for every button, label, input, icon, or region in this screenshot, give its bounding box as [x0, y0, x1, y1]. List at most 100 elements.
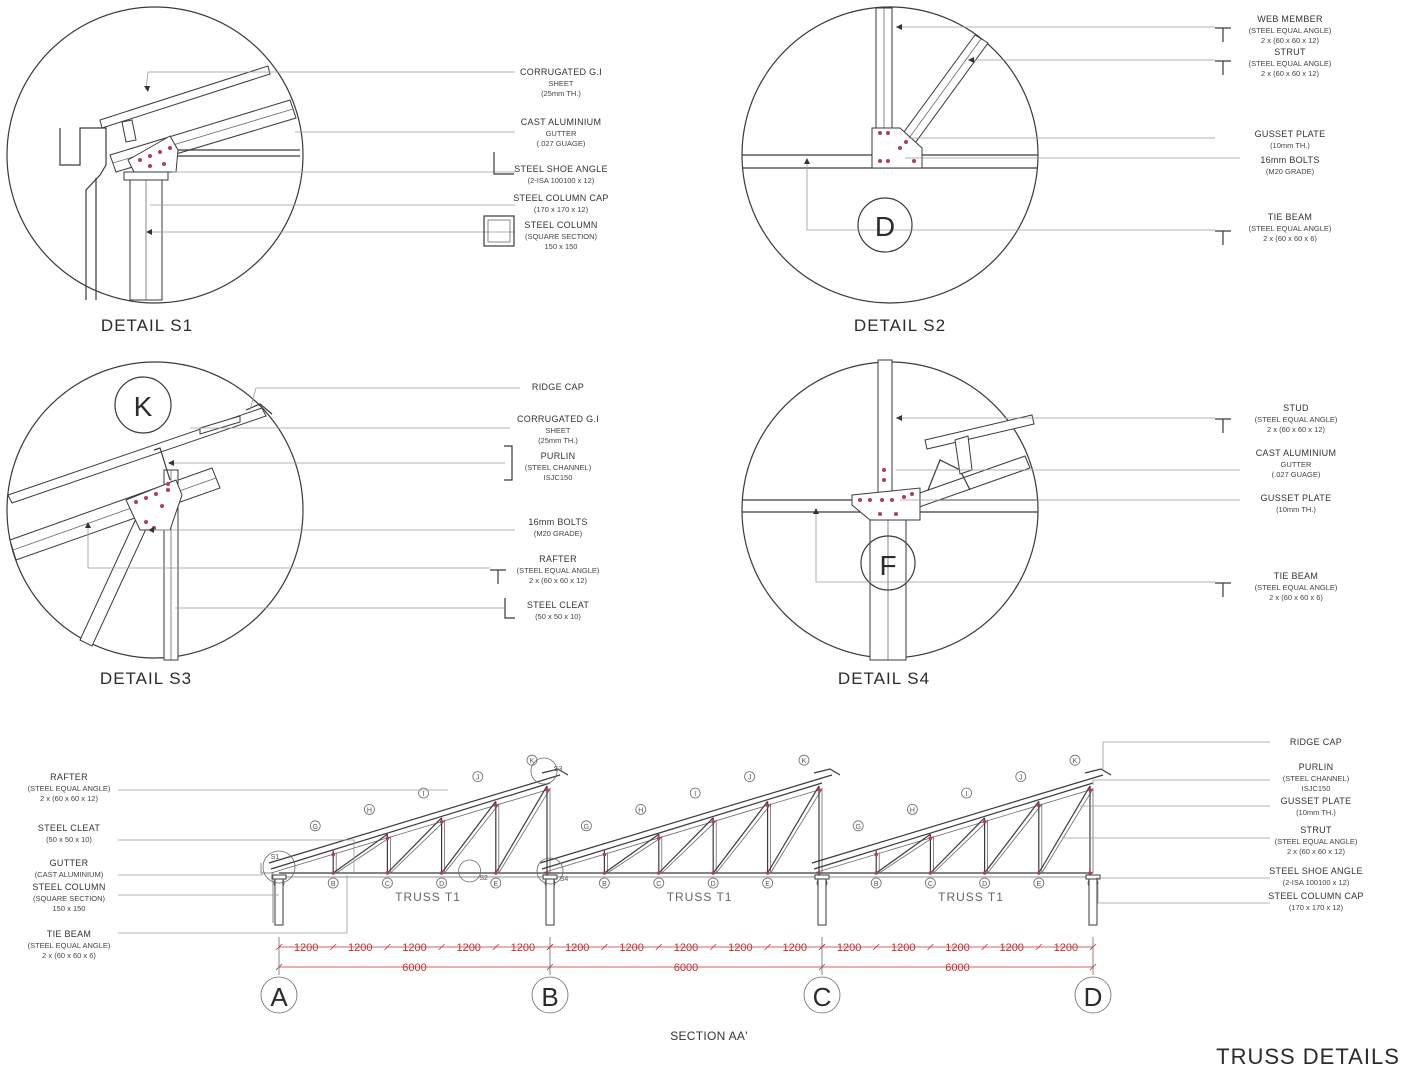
section-right-label-main: STRUT: [1300, 825, 1332, 835]
detail-s3-label-line: (M20 GRADE): [534, 529, 583, 538]
section-right-label-line: (170 x 170 x 12): [1289, 903, 1344, 912]
detail-s4-label-line: GUTTER: [1281, 460, 1312, 469]
detail-s2-label-main: 16mm BOLTS: [1260, 155, 1319, 165]
detail-s3: [6, 361, 520, 661]
detail-ref-label: S3: [554, 766, 563, 773]
detail-ref-circle: [530, 757, 558, 785]
strut: [897, 34, 989, 151]
detail-s1-circle: [6, 6, 304, 304]
section-left-label-line: (50 x 50 x 10): [46, 835, 92, 844]
section-right-label-line: ISJC150: [1302, 784, 1331, 793]
detail-s2: [741, 6, 1240, 304]
detail-s1-label-main: STEEL COLUMN CAP: [513, 193, 609, 203]
detail-s1-label-line: (.027 GUAGE): [537, 139, 586, 148]
section-right-label-line: 2 x (60 x 60 x 12): [1287, 847, 1345, 856]
detail-ref-label: S4: [560, 876, 569, 883]
rafter: [813, 782, 1094, 870]
strut: [875, 833, 931, 874]
section-right-label-line: (STEEL EQUAL ANGLE): [1275, 837, 1358, 846]
node-label: D: [439, 881, 444, 888]
bolt: [982, 820, 987, 824]
detail-s4-label-line: (.027 GUAGE): [1272, 470, 1321, 479]
section-left-label-main: STEEL COLUMN: [32, 882, 105, 892]
node-marker: [653, 877, 665, 889]
detail-s1-label-line: GUTTER: [546, 129, 577, 138]
panel-dimension: 1200: [945, 942, 969, 954]
strut: [441, 801, 497, 874]
node-marker: [490, 877, 502, 889]
strut: [767, 785, 820, 874]
bolt: [928, 871, 933, 875]
strut: [386, 817, 443, 874]
section-left-label-main: RAFTER: [50, 772, 88, 782]
detail-s1-label-main: CORRUGATED G.I: [520, 67, 602, 77]
column-cap: [123, 171, 169, 181]
dimension-tick: [601, 943, 608, 951]
node-marker: [798, 754, 810, 766]
detail-s1-label-line: (2-ISA 100100 x 12): [528, 176, 595, 185]
strut-edge: [715, 804, 771, 874]
node-marker: [1033, 877, 1045, 889]
bolt: [817, 788, 821, 792]
detail-s1-label-main: STEEL SHOE ANGLE: [514, 164, 608, 174]
section-left-label-line: (SQUARE SECTION): [33, 894, 106, 903]
strut: [604, 833, 660, 874]
column-cap: [1085, 874, 1101, 880]
bolt: [765, 871, 770, 875]
detail-s2-label-line: 2 x (60 x 60 x 12): [1261, 36, 1319, 45]
node-label: D: [982, 881, 987, 888]
node-marker: [581, 820, 592, 832]
rafter: [541, 782, 823, 870]
strut-edge: [878, 836, 934, 874]
section-right-label-main: PURLIN: [1299, 762, 1334, 772]
node-label: I: [694, 791, 696, 798]
strut: [1038, 785, 1091, 874]
section-aa: TRUSS T1ABCDEFGHIJKTRUSS T1BCDEFGHIJKTRU…: [118, 741, 1270, 1014]
grid-label: C: [813, 982, 832, 1012]
section-left-label-line: (STEEL EQUAL ANGLE): [28, 941, 111, 950]
bolt: [1037, 803, 1041, 808]
section-right-label-main: STEEL SHOE ANGLE: [1269, 866, 1363, 876]
detail-s1-label-line: (SQUARE SECTION): [525, 232, 598, 241]
node-marker: [1069, 754, 1081, 766]
detail-ref-circle: [536, 857, 564, 885]
detail-s1-label-line: 150 x 150: [545, 242, 578, 251]
panel-dimension: 1200: [402, 942, 426, 954]
detail-s3-label-main: STEEL CLEAT: [527, 600, 590, 610]
panel-dimension: 1200: [511, 942, 535, 954]
detail-s4-label-main: GUSSET PLATE: [1261, 493, 1332, 503]
detail-s3-label-line: 2 x (60 x 60 x 12): [529, 576, 587, 585]
strut-edge: [770, 788, 823, 874]
section-right-label-line: (STEEL CHANNEL): [1283, 774, 1350, 783]
detail-s3-label-line: (STEEL EQUAL ANGLE): [517, 566, 600, 575]
node-label: K: [1073, 758, 1078, 765]
detail-s2-label-line: (STEEL EQUAL ANGLE): [1249, 26, 1332, 35]
node-label: K: [530, 758, 535, 765]
node-label: K: [802, 758, 807, 765]
leader: [1092, 779, 1270, 785]
node-label: C: [656, 881, 661, 888]
detail-s3-label-line: ISJC150: [544, 473, 573, 482]
strut-edge: [987, 804, 1043, 874]
dimension-tick: [492, 943, 500, 951]
dimension-tick: [709, 943, 717, 951]
bolt: [711, 820, 715, 824]
node-marker: [309, 820, 321, 832]
detail-s3-label-main: PURLIN: [541, 451, 576, 461]
section-left-label-line: 150 x 150: [53, 904, 86, 913]
node-marker: [852, 820, 864, 832]
node-label: B: [874, 881, 879, 888]
node-label: J: [476, 775, 480, 782]
square-section-symbol: [483, 215, 515, 247]
gutter: [260, 863, 274, 923]
bolt: [928, 836, 933, 840]
detail-s2-title: DETAIL S2: [854, 316, 946, 335]
panel-dimension: 1200: [783, 942, 807, 954]
detail-s1-label-main: STEEL COLUMN: [524, 220, 597, 230]
detail-s2-label-main: TIE BEAM: [1268, 212, 1312, 222]
section-right-label-line: (10mm TH.): [1296, 808, 1336, 817]
roof-sheet: [268, 774, 561, 864]
detail-s2-label-line: 2 x (60 x 60 x 12): [1261, 69, 1319, 78]
node-marker: [599, 877, 610, 889]
